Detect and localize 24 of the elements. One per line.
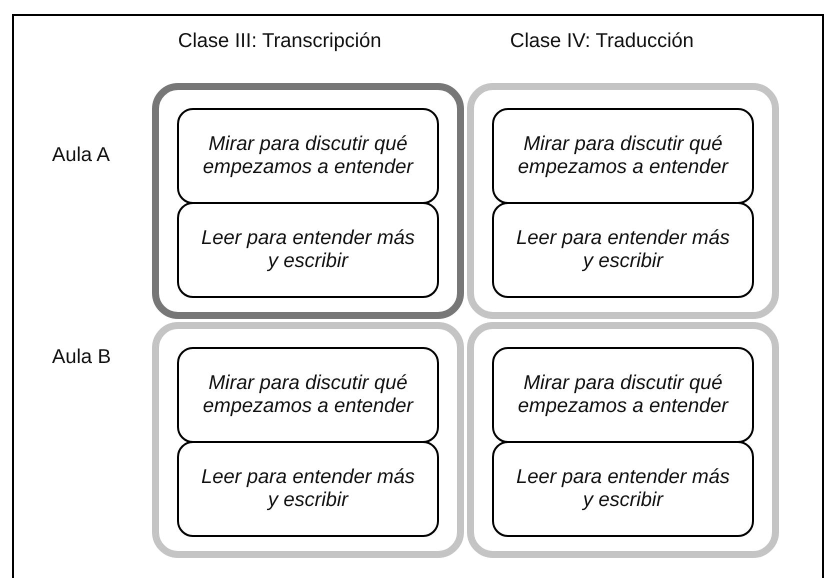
activity-text: Leer para entender más y escribir [515,227,731,273]
activity-text: Leer para entender más y escribir [200,227,416,273]
activity-box [492,108,754,204]
activity-text: Leer para entender más y escribir [515,466,731,512]
activity-box [492,441,754,537]
column-header: Clase III: Transcripción [178,30,382,53]
activity-text: Mirar para discutir qué empezamos a entender [516,372,730,418]
group-box [467,322,779,558]
group-box [467,83,779,319]
activity-text: Leer para entender más y escribir [200,466,416,512]
column-header: Clase IV: Traducción [510,30,694,53]
activity-box [177,108,439,204]
row-label: Aula B [52,346,111,369]
activity-box [177,202,439,298]
activity-box [492,202,754,298]
activity-text: Mirar para discutir qué empezamos a entender [202,133,415,179]
activity-box [177,347,439,443]
activity-box [177,441,439,537]
group-box [152,83,464,319]
activity-text: Mirar para discutir qué empezamos a entender [516,133,730,179]
activity-text: Mirar para discutir qué empezamos a entender [202,372,415,418]
activity-box [492,347,754,443]
row-label: Aula A [52,144,110,167]
group-box [152,322,464,558]
